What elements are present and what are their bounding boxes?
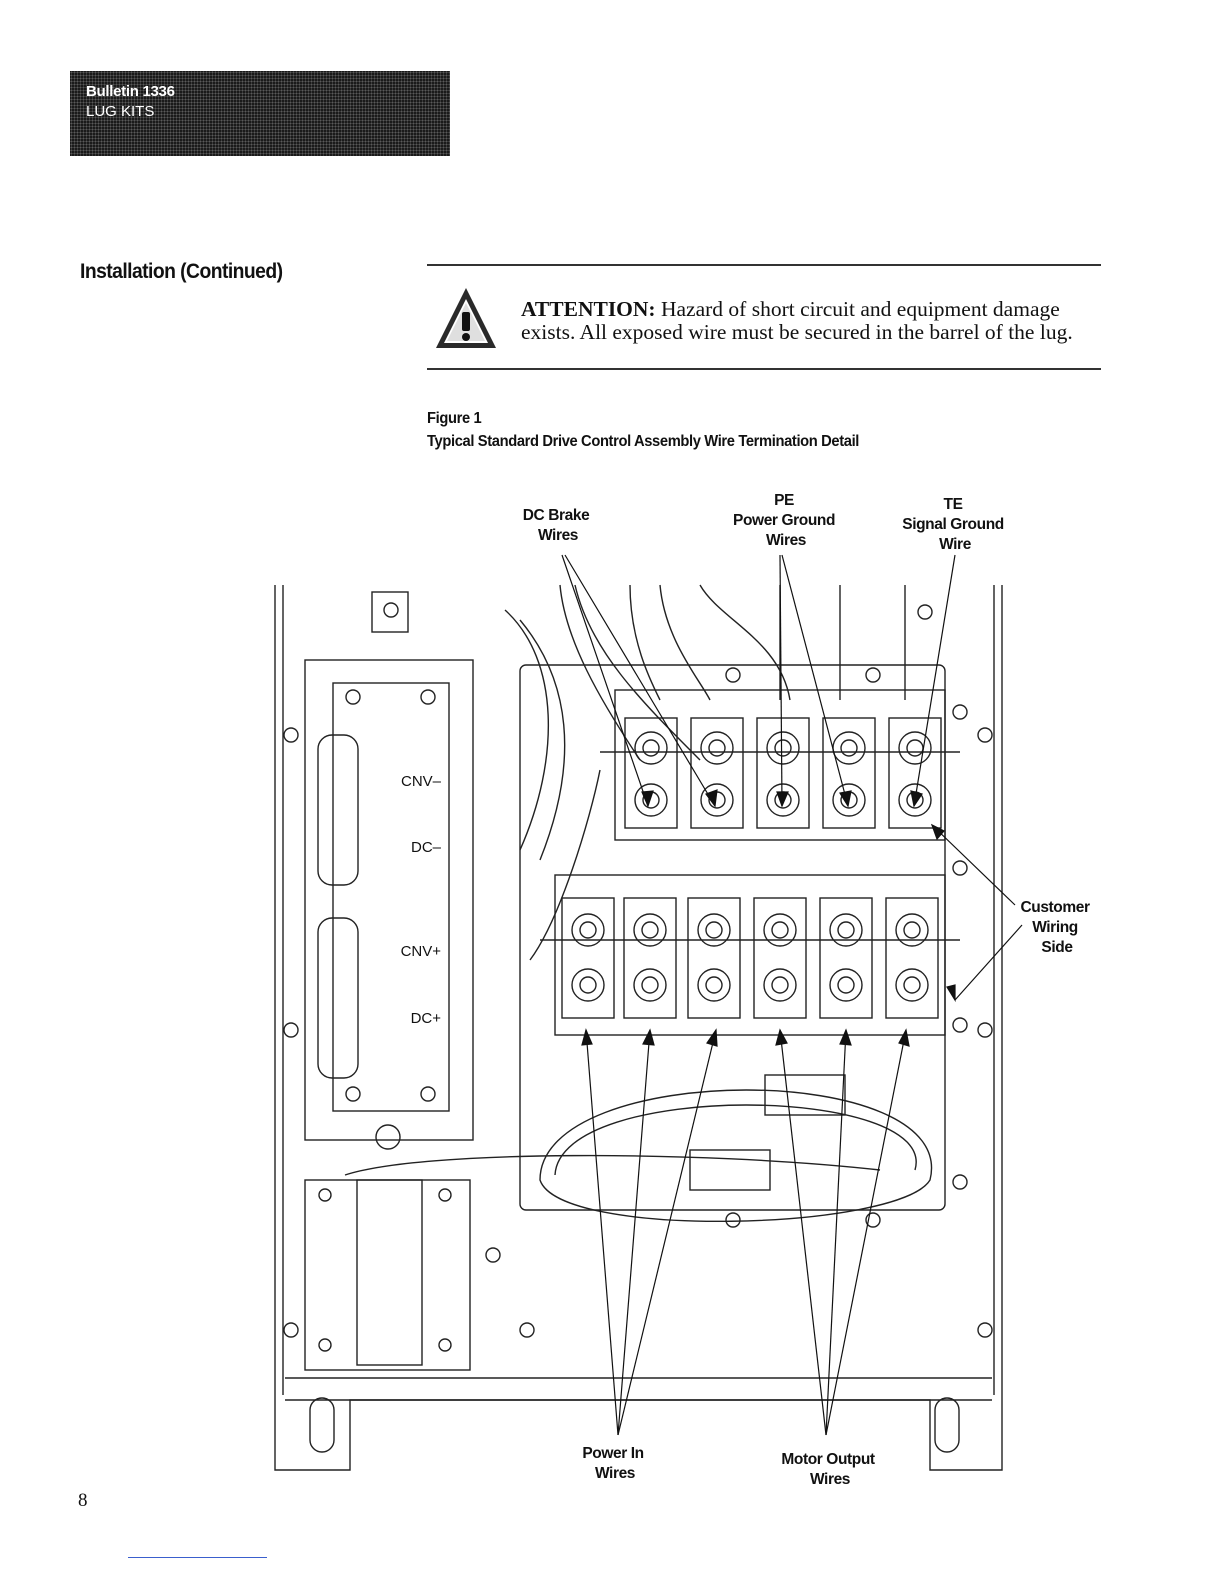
- label-cnv-plus: CNV+: [401, 943, 442, 960]
- callout-te-ground: TE Signal Ground Wire: [902, 496, 1008, 553]
- attention-message: ATTENTION: Hazard of short circuit and e…: [521, 298, 1101, 344]
- attention-rule-bottom: [427, 368, 1101, 370]
- attention-rule-top: [427, 264, 1101, 266]
- attention-lead: ATTENTION:: [521, 297, 656, 321]
- wire-harness: [539, 1089, 933, 1222]
- warning-triangle-icon: [436, 288, 496, 348]
- bulletin-number: Bulletin 1336: [86, 83, 175, 100]
- figure-title: Typical Standard Drive Control Assembly …: [427, 433, 860, 450]
- callout-pe-ground: PE Power Ground Wires: [733, 492, 839, 549]
- lower-terminals: [561, 897, 939, 1019]
- attention-text: Hazard of short circuit and equipment da…: [521, 297, 1073, 344]
- label-dc-minus: DC–: [411, 839, 442, 856]
- dc-bus-bar: [332, 682, 450, 1112]
- callout-leaders: [561, 554, 1023, 1436]
- label-dc-plus: DC+: [411, 1010, 442, 1027]
- label-cnv-minus: CNV–: [401, 773, 442, 790]
- section-heading: Installation (Continued): [80, 260, 283, 283]
- callout-power-in: Power In Wires: [582, 1445, 647, 1482]
- control-transformer: [356, 1179, 423, 1366]
- callout-customer-wiring: Customer Wiring Side: [1020, 899, 1093, 956]
- page-number: 8: [78, 1490, 88, 1511]
- product-name: LUG KITS: [86, 103, 155, 120]
- figure-caption: Figure 1 Typical Standard Drive Control …: [427, 407, 859, 453]
- callout-dc-brake: DC Brake Wires: [523, 507, 594, 544]
- upper-terminal-block: [614, 689, 946, 841]
- mounting-screws: [283, 602, 993, 1338]
- bulletin-header-box: Bulletin 1336 LUG KITS: [70, 71, 450, 156]
- figure-number: Figure 1: [427, 410, 482, 427]
- footer-link-underline: [128, 1557, 267, 1558]
- callout-motor-output: Motor Output Wires: [781, 1451, 878, 1488]
